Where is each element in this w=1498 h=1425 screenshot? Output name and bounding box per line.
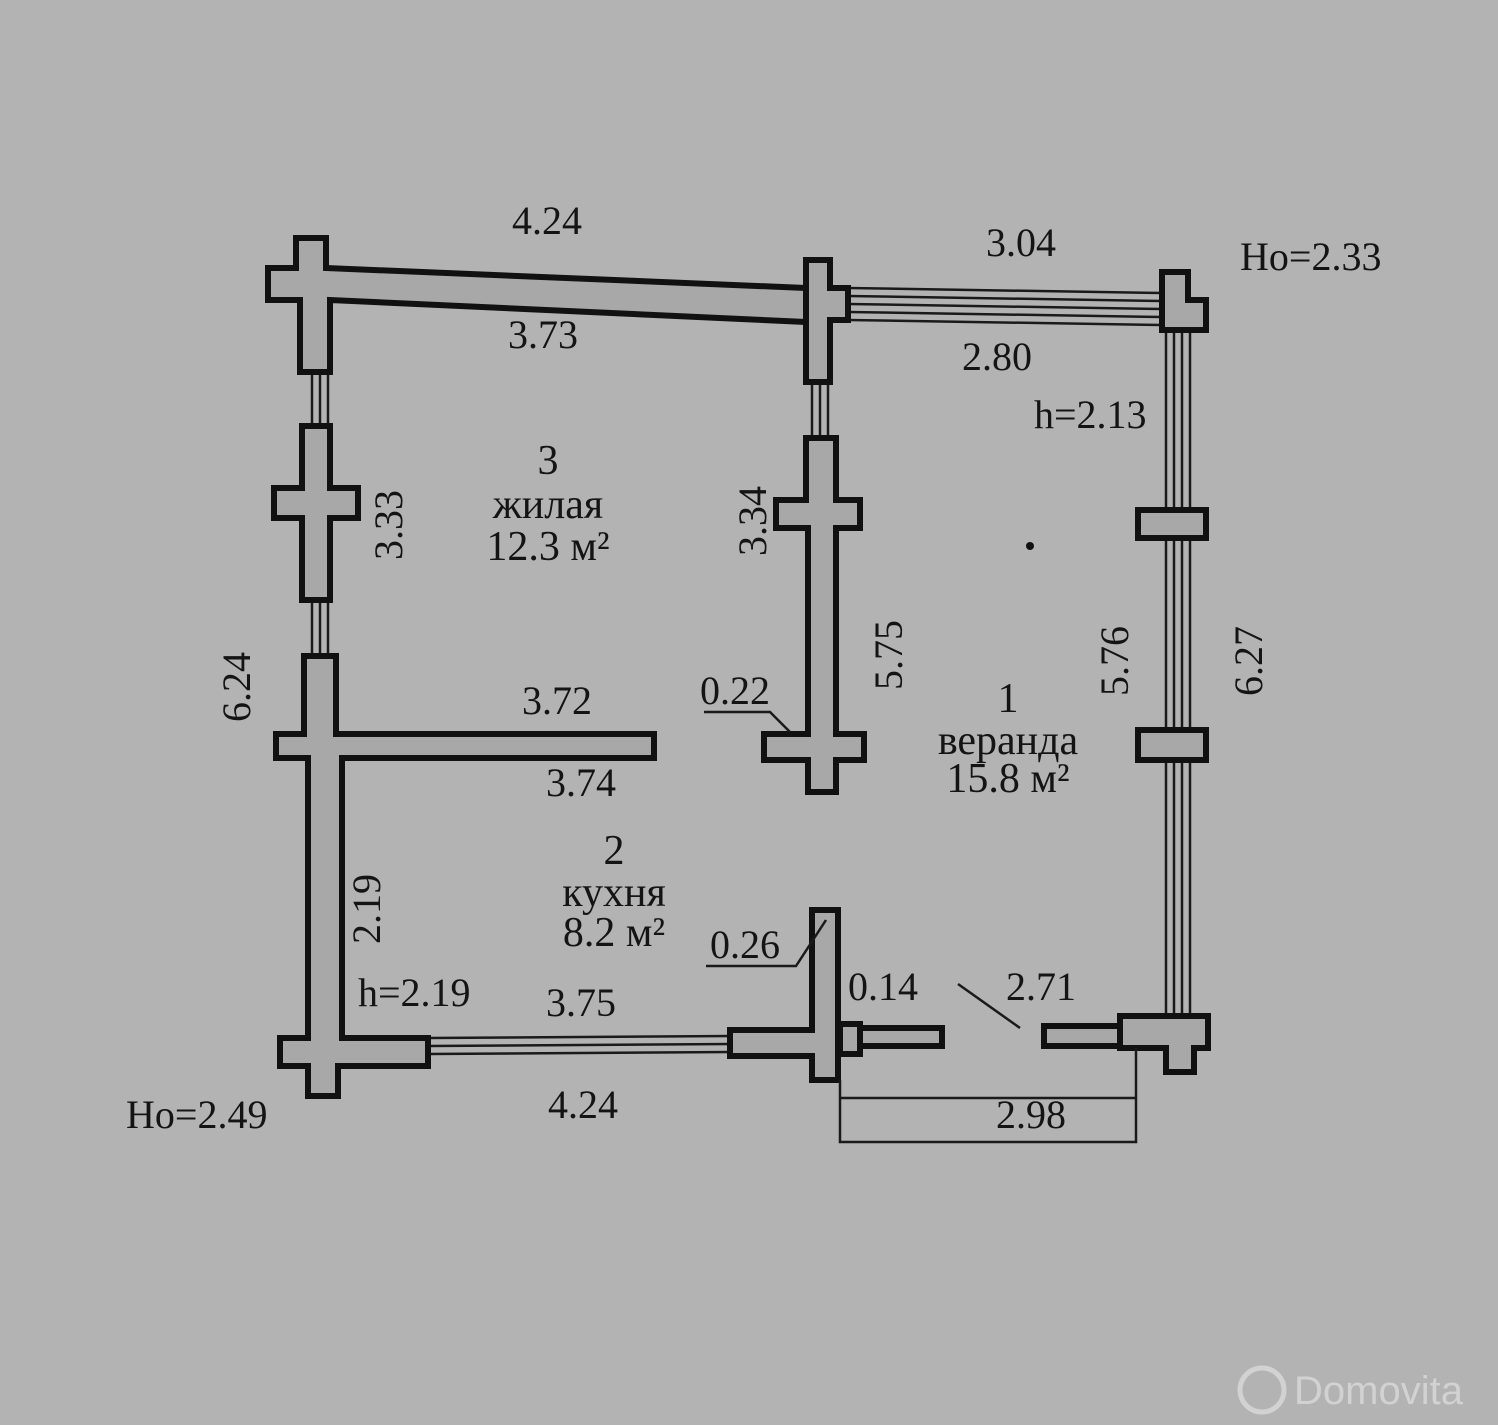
- room-veranda-name: веранда: [938, 718, 1079, 764]
- wall-corner-top-left: [265, 235, 809, 375]
- dim-top-inner-left: 3.73: [508, 312, 578, 357]
- dim-h-veranda: h=2.13: [1034, 392, 1147, 437]
- dim-right-outer: 6.27: [1226, 626, 1271, 696]
- dim-partition-tail: 0.22: [700, 668, 770, 713]
- dim-ho-top: Ho=2.33: [1240, 234, 1381, 279]
- room-kitchen-number: 2: [604, 828, 625, 874]
- dimension-labels: 4.24 3.73 3.04 2.80 Ho=2.33 h=2.13 3.33 …: [126, 198, 1381, 1137]
- window-bottom-kitchen: [427, 1034, 733, 1056]
- room-living: 3 жилая 12.3 м²: [486, 438, 609, 570]
- dim-top-outer-left: 4.24: [512, 198, 582, 243]
- dim-mid-vertical: 3.34: [730, 486, 775, 556]
- walls: [265, 235, 1211, 1099]
- window-left-upper: [310, 372, 330, 426]
- dim-top-inner-right: 2.80: [962, 334, 1032, 379]
- watermark-text: Domovita: [1294, 1369, 1464, 1413]
- room-kitchen: 2 кухня 8.2 м²: [562, 828, 666, 956]
- dim-kitchen-wall-thickness: 0.26: [710, 922, 780, 967]
- porch: [838, 1048, 1138, 1144]
- room-living-area: 12.3 м²: [486, 524, 609, 570]
- dim-porch: 2.98: [996, 1092, 1066, 1137]
- wall-right-post-upper: [1135, 507, 1209, 541]
- center-dot: [1026, 542, 1034, 550]
- dim-left-outer: 6.24: [214, 652, 259, 722]
- dim-kitchen-left: 2.19: [344, 874, 389, 944]
- window-top-veranda: [847, 286, 1163, 327]
- dim-bottom-outer-left: 4.24: [548, 1082, 618, 1127]
- window-left-lower: [310, 600, 330, 656]
- room-veranda: 1 веранда 15.8 м²: [938, 676, 1079, 802]
- wall-left-lower-and-partition: [273, 653, 657, 1099]
- dim-partition-lower: 3.74: [546, 760, 616, 805]
- dim-partition-upper: 3.72: [522, 678, 592, 723]
- window-middle-wall: [810, 382, 830, 438]
- room-living-name: жилая: [492, 482, 603, 528]
- dim-top-outer-right: 3.04: [986, 220, 1056, 265]
- dim-h-kitchen: h=2.19: [358, 970, 471, 1015]
- wall-left-upper-cross: [271, 423, 361, 603]
- wall-corner-bottom-right: [1117, 1013, 1211, 1075]
- dim-veranda-right-inner: 5.76: [1092, 626, 1137, 696]
- room-living-number: 3: [538, 438, 559, 484]
- wall-middle-vertical: [761, 435, 867, 795]
- door-threshold-left: [857, 1025, 945, 1049]
- watermark: Domovita: [1237, 1365, 1464, 1415]
- dim-ho-bottom: Ho=2.49: [126, 1092, 267, 1137]
- dim-bottom-right-inner: 2.71: [1006, 964, 1076, 1009]
- dim-left-upper: 3.33: [366, 490, 411, 560]
- window-right-veranda: [1164, 330, 1192, 1018]
- room-kitchen-area: 8.2 м²: [563, 910, 665, 956]
- leader-0-22: [704, 710, 791, 733]
- wall-bottom-stub: [727, 907, 841, 1083]
- door-threshold-right: [1041, 1023, 1123, 1049]
- dim-veranda-left: 5.75: [866, 620, 911, 690]
- room-veranda-number: 1: [998, 676, 1019, 722]
- wall-corner-top-middle: [803, 257, 851, 385]
- room-kitchen-name: кухня: [562, 870, 666, 916]
- wall-right-post-lower: [1135, 727, 1209, 763]
- wall-corner-top-right: [1159, 269, 1209, 333]
- dim-bottom-inner: 3.75: [546, 980, 616, 1025]
- watermark-logo-icon: [1237, 1365, 1287, 1415]
- leader-2-71: [957, 982, 1021, 1030]
- leader-0-26: [706, 919, 828, 968]
- room-veranda-area: 15.8 м²: [946, 756, 1069, 802]
- dim-door-gap: 0.14: [848, 964, 918, 1009]
